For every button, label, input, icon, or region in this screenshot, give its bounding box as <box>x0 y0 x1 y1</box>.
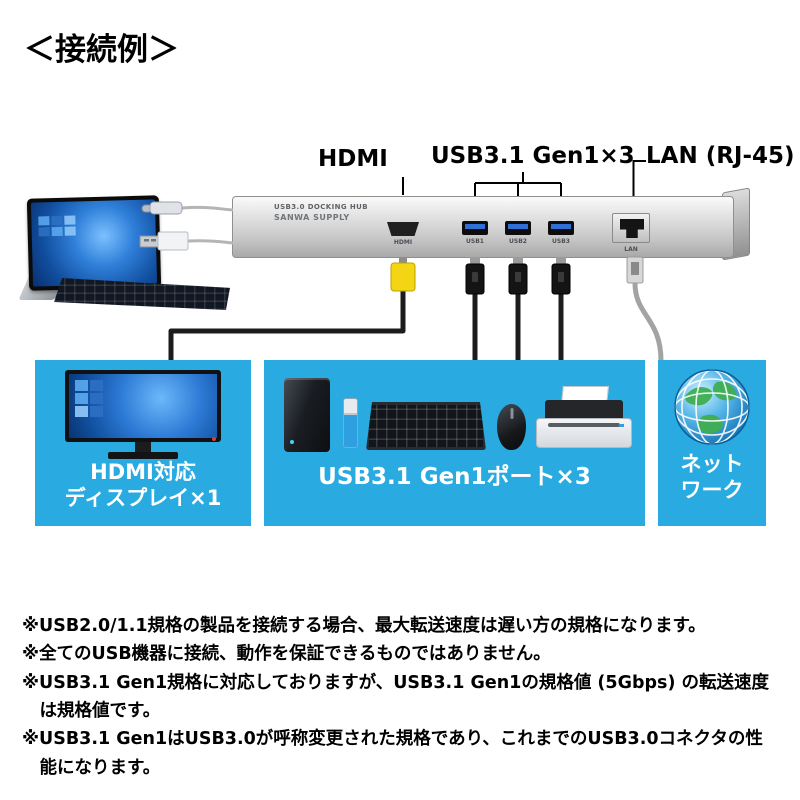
monitor-bezel <box>65 370 221 442</box>
dock-lan-label: LAN <box>624 246 638 253</box>
result-box-usb: USB3.1 Gen1ポート×3 <box>264 360 645 526</box>
callout-hdmi-label: HDMI <box>318 146 388 172</box>
footnote-2: ※全てのUSB機器に接続、動作を保証できるものではありません。 <box>22 644 551 665</box>
callout-lan-label: LAN (RJ-45) <box>646 143 795 169</box>
display-box-label-line2: ディスプレイ×1 <box>64 486 222 510</box>
laptop-screen-image <box>30 199 158 287</box>
usb-plug <box>465 263 485 295</box>
dock-usb2-label: USB2 <box>509 238 527 245</box>
laptop-keyboard <box>54 278 230 310</box>
windows-tiles <box>75 380 103 417</box>
dock-usb1-label: USB1 <box>466 238 484 245</box>
mouse-illustration <box>497 404 526 450</box>
monitor-base <box>108 452 178 459</box>
network-box-label-line1: ネット <box>680 452 744 476</box>
result-box-network: ネット ワーク <box>658 360 766 526</box>
footnote-4: ※USB3.1 Gen1はUSB3.0が呼称変更された規格であり、これまでのUS… <box>22 729 763 778</box>
printer-top <box>545 400 623 420</box>
usb-tongue <box>508 224 528 229</box>
footnote-1: ※USB2.0/1.1規格の製品を接続する場合、最大転送速度は遅い方の規格になり… <box>22 616 706 636</box>
windows-tiles <box>38 215 76 237</box>
footnotes: ※USB2.0/1.1規格の製品を接続する場合、最大転送速度は遅い方の規格になり… <box>22 612 780 782</box>
usb-cable-2 <box>508 257 528 361</box>
printer-button <box>619 424 624 427</box>
laptop-screen <box>26 195 162 291</box>
dock-usb-port-1 <box>462 221 488 235</box>
usb-tongue <box>551 224 571 229</box>
monitor-stand <box>135 442 151 452</box>
usb-cable-1 <box>465 257 485 361</box>
dock-hdmi-port <box>387 222 419 236</box>
usb-plug <box>508 263 528 295</box>
external-hdd-illustration <box>284 378 330 452</box>
dock-usb-port-2 <box>505 221 531 235</box>
usb-tongue <box>465 224 485 229</box>
result-box-display: HDMI対応 ディスプレイ×1 <box>35 360 251 526</box>
network-box-label-line2: ワーク <box>680 478 744 502</box>
dock-usb-port-3 <box>548 221 574 235</box>
globe-icon <box>674 369 750 445</box>
dock-hdmi-port-label: HDMI <box>393 239 413 246</box>
usb-cable-3 <box>551 257 571 361</box>
printer-output-slot <box>548 423 620 427</box>
laptop-illustration <box>18 192 242 316</box>
usb-flash-drive-illustration <box>343 398 358 448</box>
display-box-label-line1: HDMI対応 <box>90 460 196 484</box>
monitor-illustration <box>65 370 221 460</box>
lan-cable <box>626 256 664 362</box>
hdmi-plug <box>390 262 416 292</box>
callout-usb-label: USB3.1 Gen1×3 <box>431 143 635 169</box>
keyboard-illustration <box>366 402 486 450</box>
footnote-3: ※USB3.1 Gen1規格に対応しておりますが、USB3.1 Gen1の規格値… <box>22 672 770 722</box>
usb-plug <box>551 263 571 295</box>
rj45-jack-icon <box>620 219 644 238</box>
page-title: ＜接続例＞ <box>24 32 179 68</box>
globe-continents <box>684 381 737 434</box>
dock-brand-logo: SANWA SUPPLY <box>274 213 350 222</box>
dock-print-line1: USB3.0 DOCKING HUB <box>274 203 368 211</box>
usb-box-label: USB3.1 Gen1ポート×3 <box>318 464 591 490</box>
rj45-plug <box>626 256 644 284</box>
dock-lan-port <box>612 213 650 243</box>
printer-illustration <box>536 386 632 452</box>
power-led <box>212 437 216 441</box>
monitor-screen <box>69 374 217 438</box>
dock-usb3-label: USB3 <box>552 238 570 245</box>
